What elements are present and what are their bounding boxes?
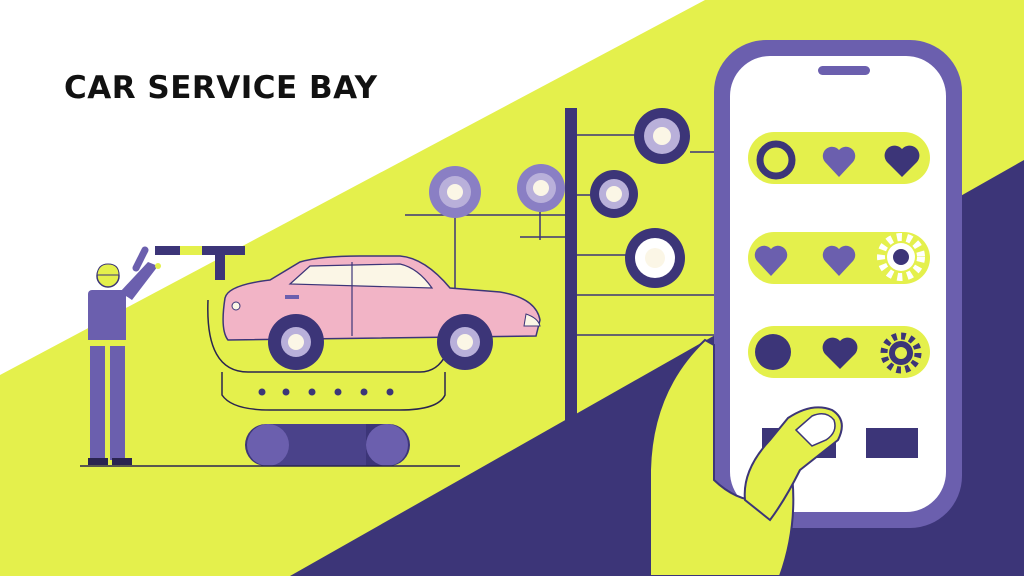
tire-disc: [625, 228, 685, 288]
tire-disc: [429, 166, 481, 218]
phone-button-right: [866, 428, 918, 458]
page-title: CAR SERVICE BAY: [64, 70, 378, 106]
rack-pole: [565, 108, 577, 425]
heart-icon: [822, 245, 856, 276]
ring-icon: [756, 140, 796, 180]
lift-tray: [221, 372, 446, 411]
car: [222, 255, 541, 370]
tire-disc: [634, 108, 690, 164]
phone: [714, 40, 962, 528]
thumbnail: [794, 413, 836, 447]
car-wheel-rear: [437, 314, 493, 370]
tire-disc: [590, 170, 638, 218]
hand: [649, 338, 843, 576]
hand-palm: [649, 338, 795, 576]
circle-icon: [755, 334, 791, 370]
heart-icon: [884, 145, 920, 177]
heart-icon: [822, 146, 856, 177]
phone-notch: [818, 66, 870, 75]
car-wheel-front: [268, 314, 324, 370]
tire-disc: [517, 164, 565, 212]
mechanic-arm: [120, 262, 158, 300]
heart-icon: [754, 245, 788, 276]
heart-icon: [822, 337, 858, 369]
mechanic: [88, 246, 245, 465]
lift-dots: [258, 388, 394, 396]
gear-icon: [880, 332, 922, 374]
lift-platform: [80, 299, 460, 467]
car-windows: [288, 263, 434, 289]
mechanic-torso: [88, 290, 126, 345]
gear-icon: [877, 233, 925, 281]
